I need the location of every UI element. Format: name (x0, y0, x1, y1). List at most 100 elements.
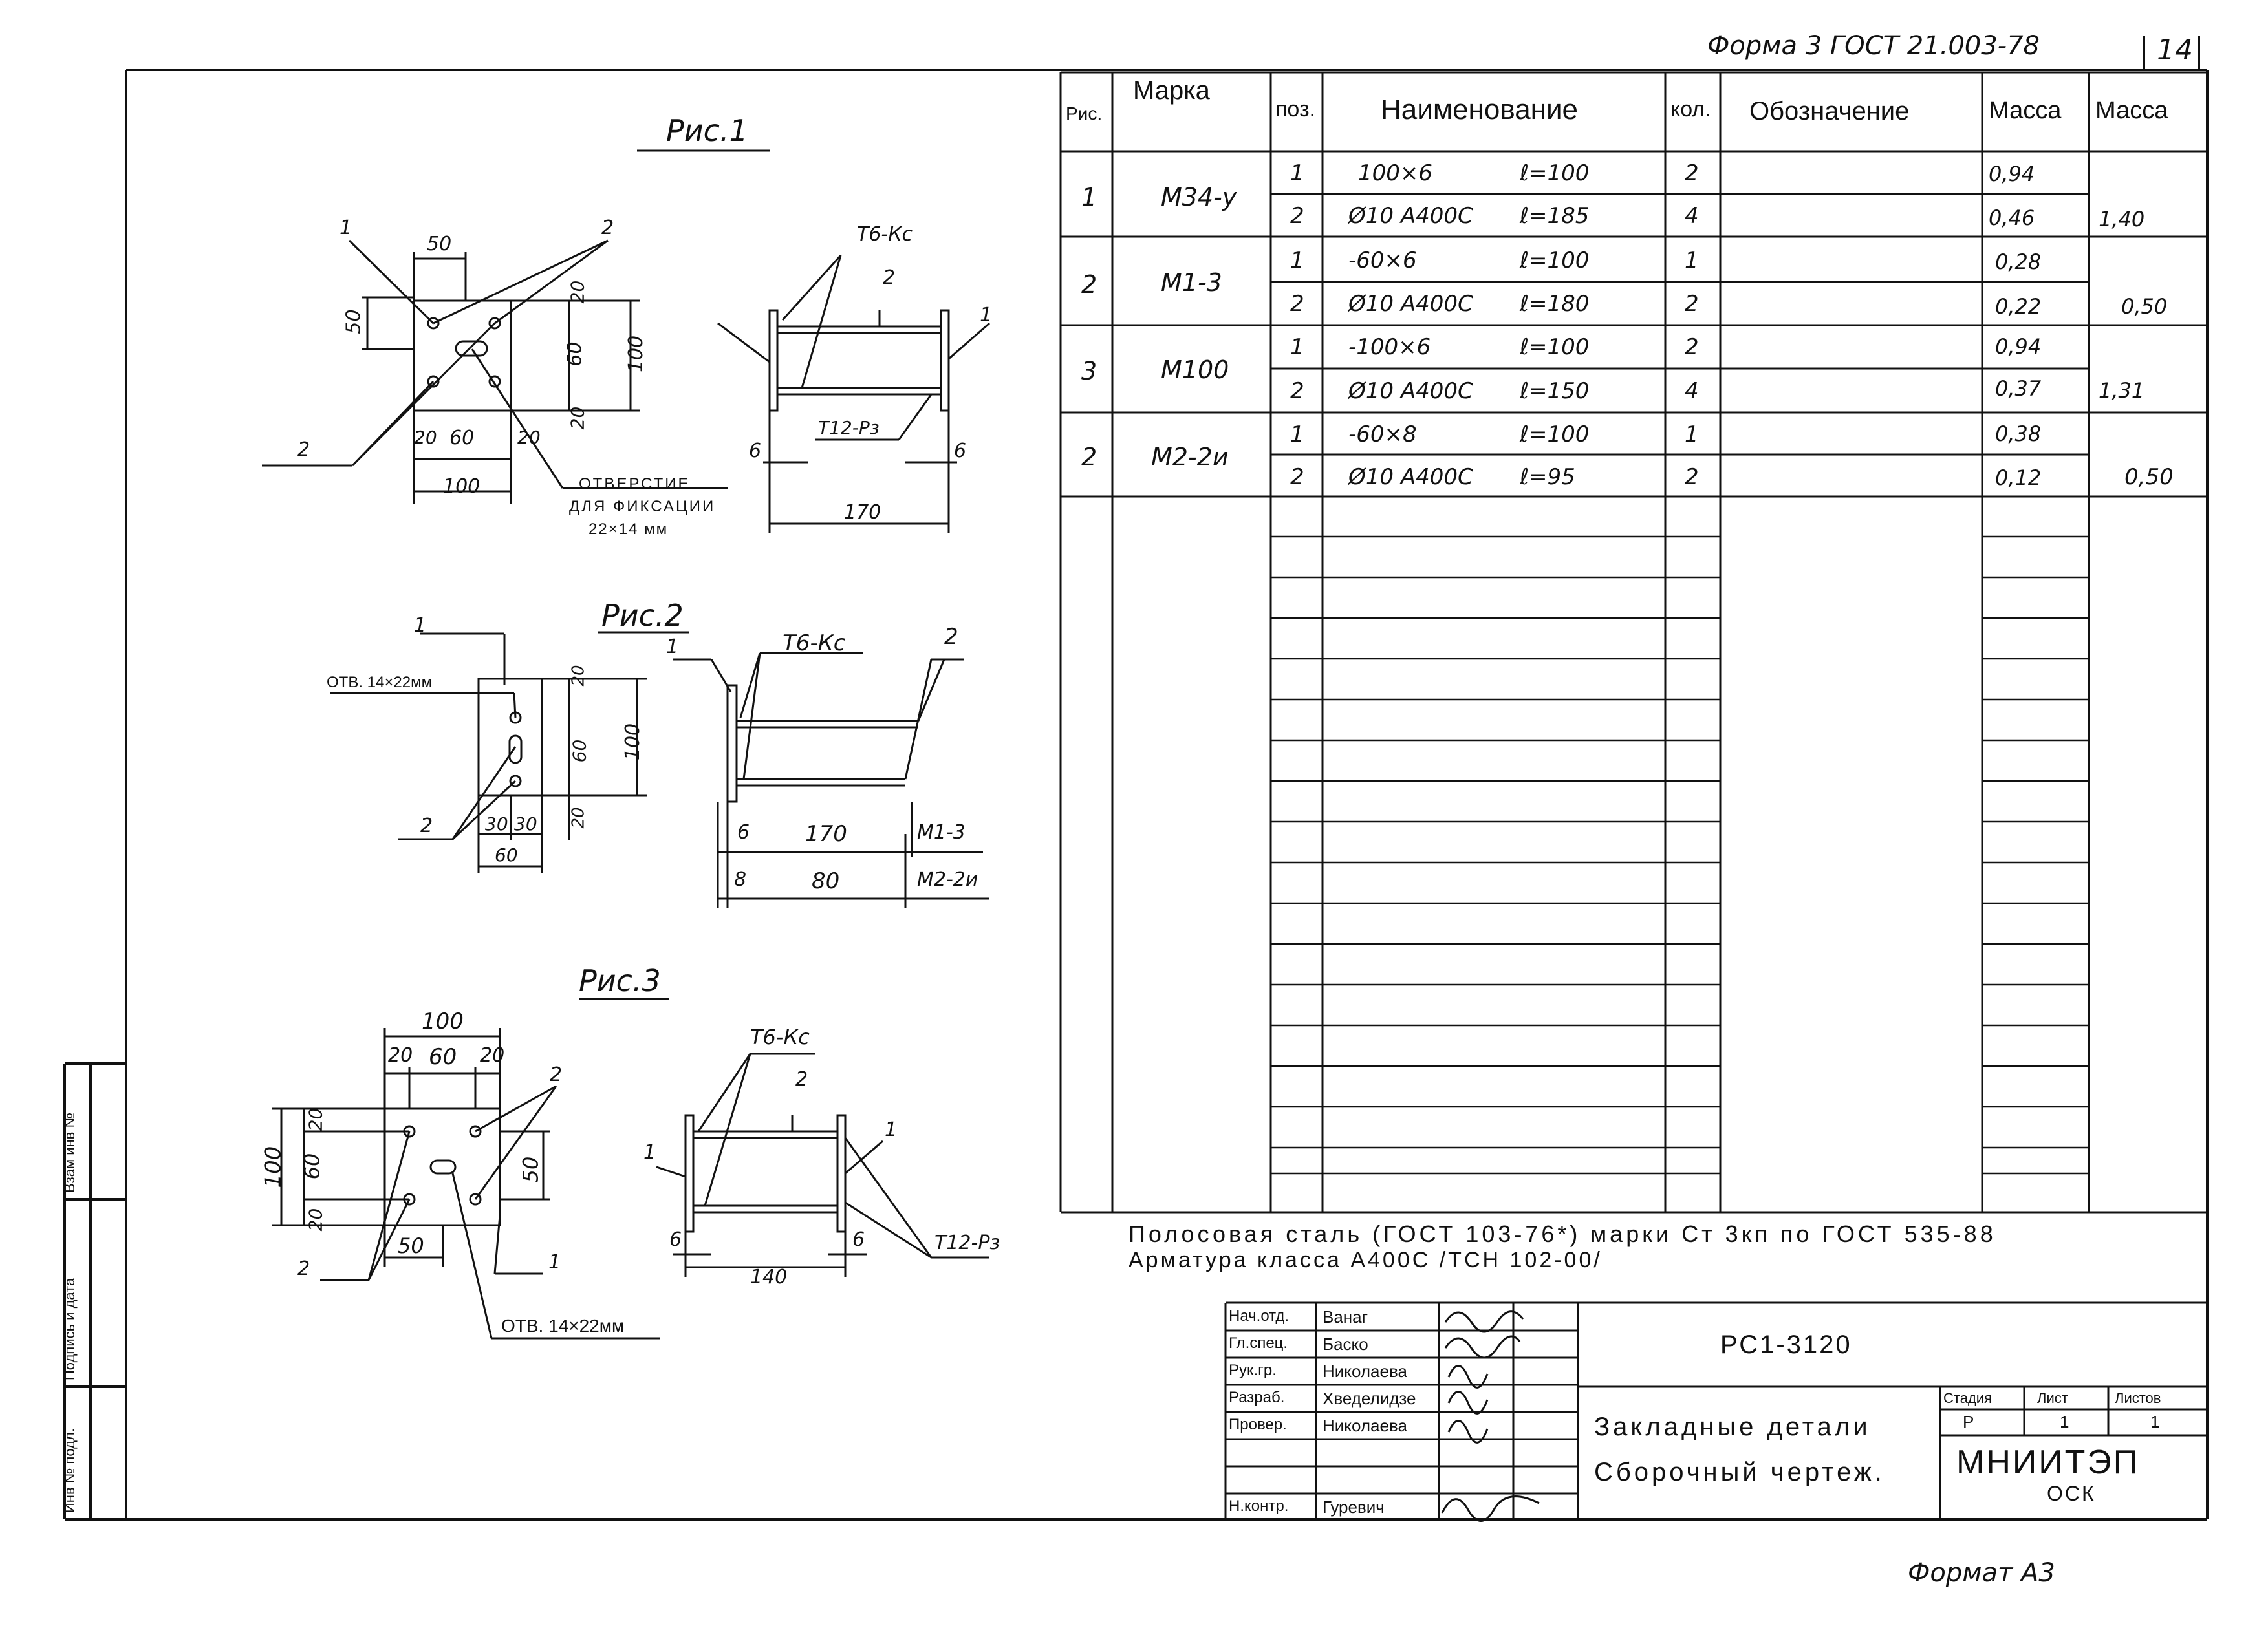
fig2-label: 2 (420, 815, 433, 837)
cell-mass: 0,28 (1995, 250, 2042, 274)
tb-stage: Р (1963, 1412, 1974, 1431)
fig3-label: 140 (750, 1266, 788, 1289)
cell-mark: М34-у (1161, 183, 1237, 211)
doc-title-line1: Закладные детали (1594, 1413, 1871, 1441)
fig1-label: 2 (297, 438, 310, 461)
fig2-label: 20 (568, 807, 589, 829)
cell-mass: 0,12 (1995, 465, 2042, 490)
th-mass-total: Масса (2095, 97, 2168, 124)
tb-role: Разраб. (1229, 1389, 1285, 1406)
cell-mark: М1-3 (1161, 268, 1222, 297)
note-steel: Полосовая сталь (ГОСТ 103-76*) марки Ст … (1129, 1221, 1996, 1247)
fig3-label: 100 (422, 1009, 464, 1034)
fig3-title: Рис.3 (579, 963, 661, 998)
fig1-label: 20 (414, 427, 437, 448)
fig1-label: 50 (342, 309, 365, 334)
tb-role: Рук.гр. (1229, 1362, 1277, 1379)
cell-fig: 3 (1081, 357, 1097, 385)
sheet-number: 14 (2157, 34, 2193, 67)
note-rebar: Арматура класса А400С /ТСН 102-00/ (1129, 1248, 1603, 1272)
tb-name: Ванаг (1323, 1307, 1368, 1327)
fig3-label: Т6-Кс (750, 1025, 810, 1049)
cell-qty: 2 (1685, 291, 1699, 317)
fig1-label: 60 (563, 341, 587, 367)
tb-name: Николаева (1323, 1362, 1407, 1381)
fig3-label: 6 (669, 1228, 682, 1251)
cell-mass: 0,46 (1989, 206, 2035, 230)
fig2-label: 100 (621, 723, 645, 761)
org-sub: ОСК (2047, 1482, 2096, 1505)
th-pos: поз. (1275, 97, 1315, 122)
fig2-label: 80 (812, 868, 840, 894)
th-designation: Обозначение (1749, 97, 1910, 125)
cell-mass: 0,38 (1995, 422, 2042, 446)
cell-len: ℓ=180 (1520, 291, 1590, 317)
tb-sheet: 1 (2060, 1412, 2069, 1431)
cell-mass: 0,94 (1989, 162, 2035, 186)
fig1-label: 1 (980, 304, 993, 326)
fig2-label: ОТВ. 14×22мм (327, 674, 433, 691)
fig2-label: 30 (514, 813, 537, 835)
cell-len: ℓ=100 (1520, 334, 1590, 360)
cell-qty: 2 (1685, 160, 1699, 186)
fig2-label: 20 (568, 665, 589, 687)
fig2-label: 30 (485, 813, 508, 835)
cell-fig: 2 (1081, 270, 1097, 299)
fig3-label: 2 (550, 1064, 563, 1086)
cell-qty: 1 (1685, 248, 1699, 273)
fig3-label: 6 (852, 1228, 865, 1251)
fig3-label: 1 (643, 1141, 656, 1164)
fig2-label: 6 (737, 821, 750, 844)
fig1-hole-note: 22×14 мм (589, 520, 669, 538)
cell-total: 0,50 (2121, 294, 2168, 319)
stamp-inv-podl: Инв № подл. (61, 1428, 78, 1513)
fig2-label: Т6-Кс (783, 630, 846, 656)
fig2-label: 2 (944, 624, 958, 650)
tb-role: Гл.спец. (1229, 1334, 1288, 1352)
th-mark: Марка (1133, 76, 1210, 105)
cell-fig: 1 (1081, 183, 1097, 211)
cell-name: Ø10 А400С (1348, 291, 1473, 317)
cell-name: Ø10 А400С (1348, 378, 1473, 404)
fig3-label: 100 (260, 1146, 286, 1188)
fig1-hole-note: ДЛЯ ФИКСАЦИИ (569, 498, 716, 515)
cell-name: Ø10 А400С (1348, 203, 1473, 229)
doc-title-line2: Сборочный чертеж. (1594, 1458, 1885, 1486)
fig3-hole-note: ОТВ. 14×22мм (501, 1316, 625, 1336)
cell-pos: 1 (1290, 160, 1304, 186)
cell-len: ℓ=150 (1520, 378, 1590, 404)
cell-qty: 4 (1685, 203, 1699, 229)
cell-len: ℓ=95 (1520, 464, 1575, 490)
fig2-label: 60 (495, 844, 518, 866)
fig1-label: 2 (883, 266, 896, 289)
format-label: Формат А3 (1908, 1558, 2055, 1588)
fig3-label: 2 (297, 1257, 310, 1280)
fig3-label: 60 (299, 1153, 325, 1180)
fig1-label: 170 (844, 501, 881, 524)
tb-role: Провер. (1229, 1416, 1287, 1433)
tb-sheets: 1 (2150, 1412, 2160, 1431)
cell-name: -60×8 (1348, 422, 1417, 447)
fig1-label: 20 (517, 427, 541, 448)
fig1-label: 100 (443, 475, 481, 498)
cell-qty: 2 (1685, 334, 1699, 360)
stamp-signature-date: Подпись и дата (61, 1278, 78, 1380)
cell-len: ℓ=100 (1520, 160, 1590, 186)
doc-code: РС1-3120 (1720, 1331, 1852, 1359)
th-name: Наименование (1381, 94, 1579, 125)
org-name: МНИИТЭП (1956, 1444, 2140, 1481)
cell-total: 1,40 (2099, 207, 2145, 231)
tb-stage-header: Стадия (1943, 1390, 1992, 1406)
cell-name: Ø10 А400С (1348, 464, 1473, 490)
fig3-label: 50 (398, 1234, 424, 1258)
cell-pos: 2 (1290, 464, 1304, 490)
cell-name: 100×6 (1358, 160, 1433, 186)
fig3-label: 1 (548, 1251, 561, 1274)
fig2-label: 60 (568, 739, 590, 763)
fig2-label: М1-3 (917, 821, 966, 844)
fig1-label: 6 (749, 440, 762, 462)
fig2-title: Рис.2 (601, 598, 684, 633)
fig3-label: Т12-Рз (934, 1232, 1000, 1254)
cell-len: ℓ=100 (1520, 248, 1590, 273)
